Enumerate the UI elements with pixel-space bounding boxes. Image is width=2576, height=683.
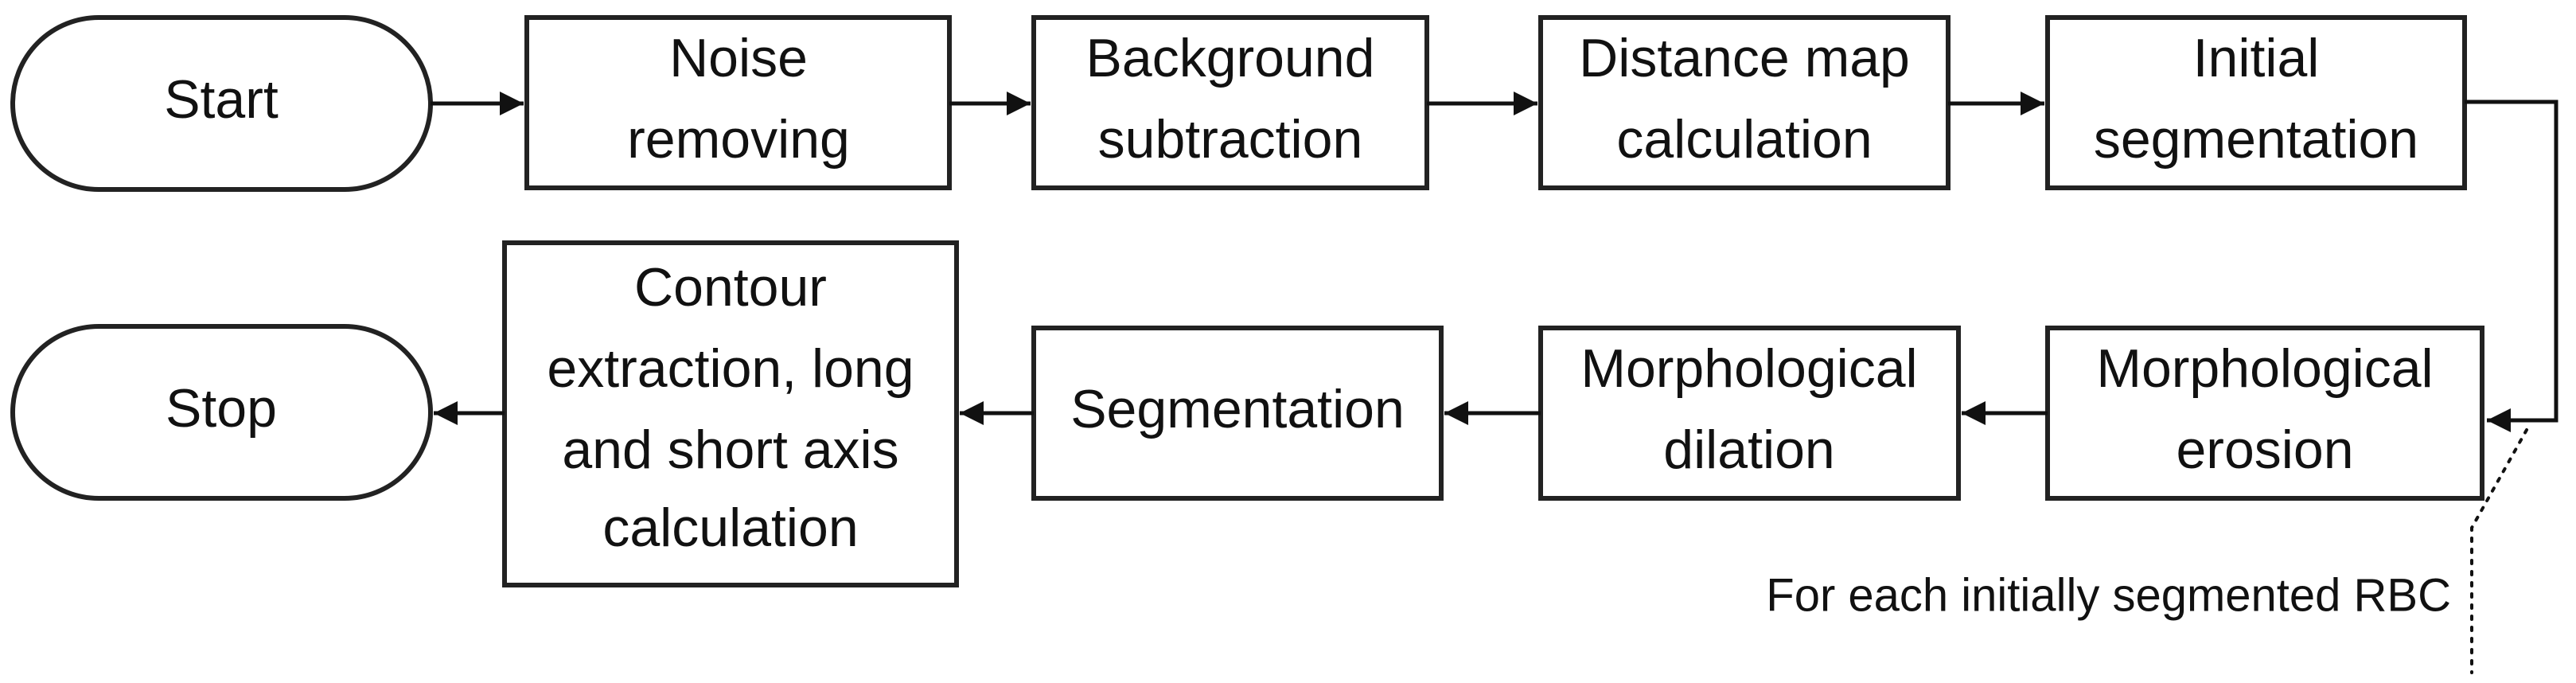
morphological-dilation-box: Morphological dilation xyxy=(1538,326,1961,501)
contour-extraction-line2: extraction, long xyxy=(547,338,914,399)
initial-segmentation-line1: Initial xyxy=(2193,28,2320,88)
contour-extraction-line4: calculation xyxy=(602,498,858,558)
distance-map-line1: Distance map xyxy=(1579,28,1910,88)
loop-note: For each initially segmented RBC xyxy=(1766,569,2451,621)
segmentation-box: Segmentation xyxy=(1031,326,1444,501)
contour-extraction-box: Contour extraction, long and short axis … xyxy=(502,240,959,587)
start-terminal: Start xyxy=(10,15,433,192)
start-label: Start xyxy=(164,69,279,130)
distance-map-box: Distance map calculation xyxy=(1538,15,1951,190)
background-subtraction-box: Background subtraction xyxy=(1031,15,1429,190)
morphological-erosion-line1: Morphological xyxy=(2096,338,2433,399)
segmentation-label: Segmentation xyxy=(1070,379,1405,439)
noise-removing-box: Noise removing xyxy=(524,15,952,190)
noise-removing-line2: removing xyxy=(627,109,850,170)
background-subtraction-line1: Background xyxy=(1086,28,1375,88)
initial-segmentation-box: Initial segmentation xyxy=(2045,15,2467,190)
contour-extraction-line3: and short axis xyxy=(562,420,898,480)
arrow-initial-to-erosion xyxy=(2465,100,2558,432)
stop-label: Stop xyxy=(166,378,277,439)
loop-callout-line xyxy=(2470,428,2528,674)
noise-removing-line1: Noise xyxy=(669,28,808,88)
stop-terminal: Stop xyxy=(10,324,433,501)
morphological-dilation-line1: Morphological xyxy=(1580,338,1917,399)
contour-extraction-line1: Contour xyxy=(634,257,827,318)
morphological-erosion-line2: erosion xyxy=(2176,420,2353,480)
morphological-dilation-line2: dilation xyxy=(1663,420,1835,480)
initial-segmentation-line2: segmentation xyxy=(2094,109,2418,170)
morphological-erosion-box: Morphological erosion xyxy=(2045,326,2484,501)
distance-map-line2: calculation xyxy=(1616,109,1872,170)
background-subtraction-line2: subtraction xyxy=(1098,109,1363,170)
